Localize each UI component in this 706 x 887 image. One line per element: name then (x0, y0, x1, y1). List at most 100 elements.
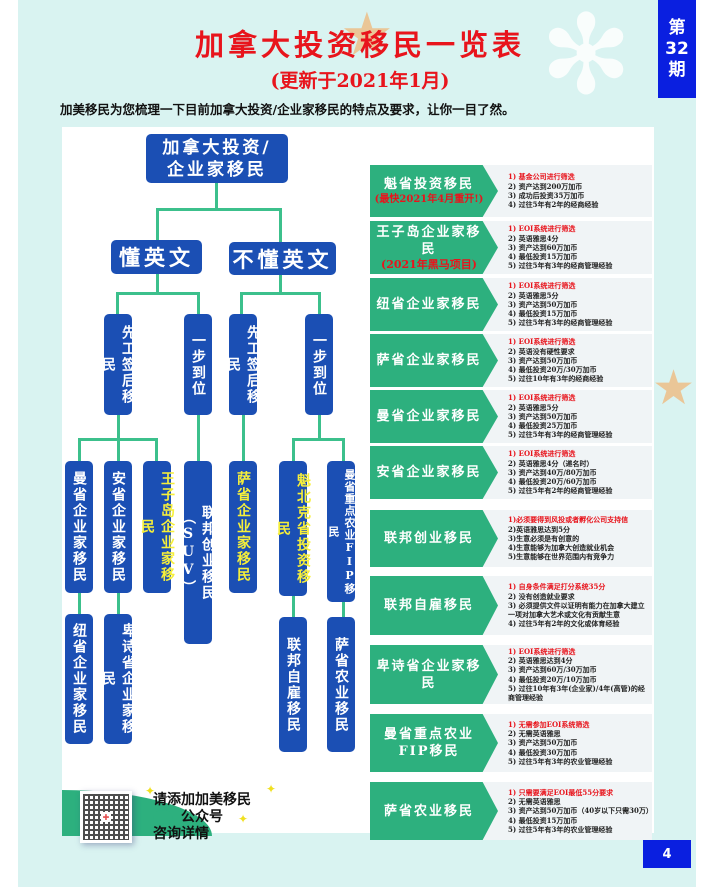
connector (318, 415, 321, 440)
requirement-item: 3) 资产达到50万加币 (508, 411, 578, 421)
requirement-item: 1) EOI系统进行筛选 (508, 393, 576, 403)
cta-line-1: 请添加加美移民 (153, 792, 251, 808)
connector (156, 208, 159, 241)
connector (156, 274, 159, 294)
issue-badge-line: 32 (665, 38, 689, 59)
tree-node-english: 懂英文 (111, 240, 202, 274)
qr-code-icon[interactable]: ✚ (80, 791, 132, 843)
wechat-icon (153, 810, 173, 824)
program-arrow: 卑诗省企业家移民 (370, 645, 498, 704)
page-title: 加拿大投资移民一览表 (194, 28, 525, 62)
requirement-item: 4) 最低投资15万加币 (508, 252, 578, 262)
connector (197, 292, 200, 317)
requirement-list: 1) EOI系统进行筛选 2) 英语雅思4分（递名时） 3) 资产达到40万/8… (508, 446, 650, 499)
program-row: 萨省企业家移民 1) EOI系统进行筛选 2) 英语没有硬性要求 3) 资产达到… (370, 334, 652, 387)
tree-node-work-permit-first: 先工签后移民 (225, 314, 261, 415)
connector (242, 415, 245, 462)
tree-leaf-manitoba-fip: 曼省重点农业FIP移民 (327, 461, 356, 602)
issue-badge-line: 第 (668, 17, 686, 38)
program-row: 曼省企业家移民 1) EOI系统进行筛选 2) 英语雅思5分 3) 资产达到50… (370, 390, 652, 443)
connector (116, 292, 119, 317)
tree-leaf-quebec-investor: 魁北克省投资移民 (275, 461, 311, 596)
requirement-item: 5) 过往5年有3年的经商管理经验 (508, 261, 613, 271)
star-decoration-icon: ★ (340, 0, 394, 70)
requirement-item: 3)生意必须是有创意的 (508, 533, 580, 543)
program-arrow: 曼省重点农业FIP移民 (370, 714, 498, 772)
connector (240, 292, 320, 295)
tree-leaf-federal-suv: 联邦创业移民（SUV） (180, 461, 216, 644)
sparkle-icon: ✦ (266, 782, 277, 796)
qr-code-pattern: ✚ (83, 794, 129, 840)
requirement-item: 4) 最低投资15万加币 (508, 309, 578, 319)
program-name: 联邦自雇移民 (383, 598, 474, 613)
requirement-list: 1) 只需要满足EOI最低55分要求 2) 无需英语雅思 3) 资产达到50万加… (508, 782, 653, 840)
program-note: (最快2021年4月重开!) (374, 194, 484, 205)
tree-leaf-bc-entrepreneur: 卑诗省企业家移民 (100, 614, 136, 744)
requirement-item: 1) EOI系统进行筛选 (508, 281, 576, 291)
program-name: 卑诗省企业家移民 (376, 658, 482, 691)
tree-node-no-english: 不懂英文 (229, 242, 336, 275)
connector (117, 438, 120, 462)
program-name: 萨省企业家移民 (376, 353, 482, 368)
requirement-item: 2) 英语雅思4分（递名时） (508, 458, 594, 468)
requirement-item: 1) EOI系统进行筛选 (508, 337, 576, 347)
connector (279, 208, 282, 242)
requirement-item: 3) 资产达到50万加币 (508, 738, 578, 748)
tree-leaf-manitoba-entrepreneur: 曼省企业家移民 (65, 461, 93, 593)
tree-leaf-ontario-entrepreneur: 安省企业家移民 (104, 461, 132, 593)
program-arrow: 萨省企业家移民 (370, 334, 498, 387)
requirement-item: 3) 资产达到50万加币（40岁以下只需30万） (508, 806, 653, 816)
program-arrow: 联邦创业移民 (370, 510, 498, 567)
requirement-item: 4) 最低投资20万/30万加币 (508, 365, 597, 375)
tree-node-work-permit-first: 先工签后移民 (100, 314, 136, 415)
right-strip-background (658, 0, 696, 887)
requirement-item: 5) 过往5年有3年的农业管理经验 (508, 756, 613, 766)
requirement-item: 2) 英语雅思4分 (508, 233, 559, 243)
requirement-list: 1) EOI系统进行筛选 2) 英语雅思达到4分 3) 资产达到60万/30万加… (508, 645, 650, 704)
requirement-item: 1) EOI系统进行筛选 (508, 449, 576, 459)
requirement-item: 4) 过往5年有2年的经商经验 (508, 200, 599, 210)
connector (240, 292, 243, 317)
program-name: 纽省企业家移民 (376, 297, 482, 312)
connector (116, 292, 200, 295)
intro-text: 加美移民为您梳理一下目前加拿大投资/企业家移民的特点及要求，让你一目了然。 (60, 102, 515, 117)
program-name: 王子岛企业家移民 (376, 225, 482, 257)
requirement-item: 2) 英语雅思达到4分 (508, 655, 573, 665)
sparkle-icon: ✦ (145, 784, 156, 798)
tree-leaf-federal-self-employed: 联邦自雇移民 (279, 617, 307, 752)
connector (197, 415, 200, 462)
requirement-item: 5) 过往5年有3年的农业管理经验 (508, 824, 613, 834)
follow-cta: 请添加加美移民 公众号 咨询详情 (153, 792, 251, 843)
requirement-item: 5) 过往5年有3年的经商管理经验 (508, 430, 613, 440)
program-name: 曼省企业家移民 (376, 409, 482, 424)
requirement-list: 1) 无需参加EOI系统筛选 2) 无需英语雅思 3) 资产达到50万加币 4)… (508, 714, 650, 772)
program-row: 纽省企业家移民 1) EOI系统进行筛选 2) 英语雅思5分 3) 资产达到50… (370, 278, 652, 331)
tree-leaf-newfoundland-entrepreneur: 纽省企业家移民 (65, 614, 93, 744)
requirement-item: 5) 过往10年有3年的经商经验 (508, 374, 604, 384)
program-row: 魁省投资移民 (最快2021年4月重开!) 1) 基金公司进行筛选 2) 资产达… (370, 165, 652, 217)
requirement-item: 3) 资产达到40万/80万加币 (508, 467, 597, 477)
sparkle-icon: ✦ (238, 812, 249, 826)
program-note: (2021年黑马项目) (380, 258, 478, 271)
requirement-item: 5) 过往5年有3年的经商管理经验 (508, 318, 613, 328)
tree-root-node: 加拿大投资/ 企业家移民 (146, 134, 288, 183)
root-line-2: 企业家移民 (167, 159, 267, 180)
requirement-item: 2)英语雅思达到5分 (508, 524, 571, 534)
connector (292, 438, 344, 441)
program-row: 萨省农业移民 1) 只需要满足EOI最低55分要求 2) 无需英语雅思 3) 资… (370, 782, 653, 840)
requirement-item: 1) 无需参加EOI系统筛选 (508, 719, 590, 729)
connector (117, 415, 120, 440)
program-row: 王子岛企业家移民 (2021年黑马项目) 1) EOI系统进行筛选 2) 英语雅… (370, 221, 652, 274)
program-name: 安省企业家移民 (376, 465, 482, 480)
maple-leaf-icon: ✚ (101, 812, 111, 822)
requirement-item: 5) 过往5年有2年的经商管理经验 (508, 486, 613, 496)
tree-leaf-pei-entrepreneur: 王子岛企业家移民 (139, 461, 175, 593)
program-arrow: 联邦自雇移民 (370, 576, 498, 635)
issue-badge: 第 32 期 (658, 0, 696, 98)
requirement-item: 4) 过往5年有2年的文化或体育经验 (508, 619, 620, 629)
connector (342, 438, 345, 462)
requirement-list: 1)必须要得到风投或者孵化公司支持信 2)英语雅思达到5分 3)生意必须是有创意… (508, 510, 650, 567)
requirement-item: 1) EOI系统进行筛选 (508, 646, 576, 656)
requirement-item: 1) 只需要满足EOI最低55分要求 (508, 787, 614, 797)
requirement-list: 1) EOI系统进行筛选 2) 英语雅思5分 3) 资产达到50万加币 4) 最… (508, 390, 650, 443)
